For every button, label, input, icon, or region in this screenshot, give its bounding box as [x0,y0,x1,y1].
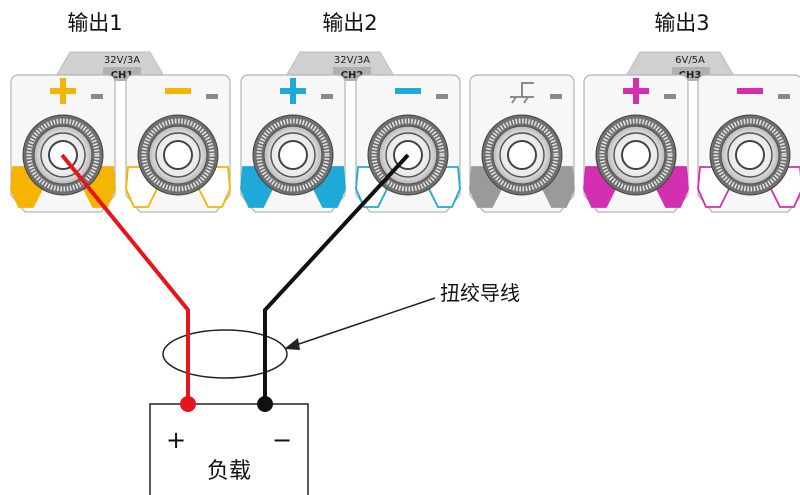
plus-icon-stem [60,78,66,104]
ch3-negative-terminal[interactable] [697,74,800,213]
terminal-center-hole [163,140,193,170]
negative-wire [263,153,410,404]
twist-marker-ellipse [162,329,288,379]
ch2-channel-label: CH2 [341,70,364,81]
ch2-positive-terminal[interactable] [240,74,346,213]
terminal-knurl-teeth [713,118,787,192]
ch2-negative-terminal[interactable] [355,74,461,213]
terminal-cap-ring [613,132,659,178]
twisted-wire-label: 扭绞导线 [440,281,520,305]
ch1-positive-terminal[interactable] [10,74,116,213]
ch1-rating: 32V/3A [104,55,140,66]
terminal-cap-ring [40,132,86,178]
output3-title: 输出3 [654,11,709,35]
terminal-indicator [550,94,562,99]
terminal-cap-ring [270,132,316,178]
minus-icon [165,88,191,94]
load-box [149,403,309,495]
ch3-positive-terminal[interactable] [583,74,689,213]
load-minus-sign: − [272,426,292,454]
output2-title: 输出2 [322,11,377,35]
terminal-knurl-teeth [26,118,100,192]
terminal-cap-ring [385,132,431,178]
ground-icon [510,82,534,104]
terminal-indicator [436,94,448,99]
terminal-knurl-teeth [256,118,330,192]
ch3-channel-label: CH3 [679,70,702,81]
terminal-indicator [91,94,103,99]
ch1-channel-label: CH1 [111,70,134,81]
ch2-rating: 32V/3A [334,55,370,66]
ch1-negative-terminal[interactable] [125,74,231,213]
terminal-indicator [206,94,218,99]
terminal-cap-ring [499,132,545,178]
terminal-cap-ring [155,132,201,178]
ch3-rating: 6V/5A [675,55,705,66]
terminal-indicator [664,94,676,99]
callout-arrowhead [284,338,300,350]
plus-icon-stem [633,78,639,104]
terminal-row [10,74,800,213]
output1-title: 输出1 [67,11,122,35]
ground-terminal[interactable] [469,74,575,213]
minus-icon [395,88,421,94]
load-negative-node [257,396,273,412]
terminal-knurl-teeth [141,118,215,192]
terminal-knurl-teeth [371,118,445,192]
load-plus-sign: + [166,426,186,454]
plus-icon-stem [290,78,296,104]
callout-leader [289,297,436,348]
terminal-center-hole [621,140,651,170]
terminal-center-hole [278,140,308,170]
terminal-knurl-teeth [485,118,559,192]
minus-icon [737,88,763,94]
terminal-knurl-teeth [599,118,673,192]
terminal-indicator [778,94,790,99]
load-label: 负载 [207,459,251,484]
terminal-cap-ring [727,132,773,178]
positive-wire [60,153,190,404]
terminal-center-hole [735,140,765,170]
load-positive-node [180,396,196,412]
terminal-indicator [321,94,333,99]
terminal-center-hole [507,140,537,170]
